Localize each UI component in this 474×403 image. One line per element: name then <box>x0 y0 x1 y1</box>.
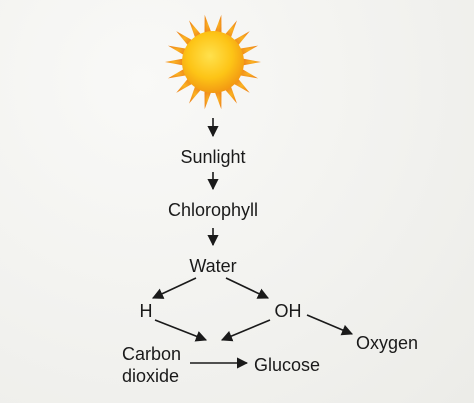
label-sunlight: Sunlight <box>180 147 246 167</box>
arrow-water-to-oh <box>225 277 270 299</box>
sun-ray <box>239 45 259 55</box>
sun-ray <box>189 86 202 104</box>
sun-ray <box>224 20 237 38</box>
sun-ray <box>239 69 259 79</box>
sun-ray <box>204 14 212 34</box>
label-oh: OH <box>274 301 302 321</box>
sun-ray <box>214 90 222 110</box>
label-oxygen: Oxygen <box>356 333 419 353</box>
sun-ray <box>242 58 261 66</box>
sun-icon <box>165 14 261 110</box>
label-chlorophyll: Chlorophyll <box>167 200 259 220</box>
sun-ray <box>224 86 237 104</box>
sun-ray <box>233 78 250 93</box>
sun-ray <box>167 69 187 79</box>
sun-ray <box>176 31 193 46</box>
arrow-oh-to-glucose <box>220 319 271 342</box>
sun-ray <box>233 31 250 46</box>
sun-ray <box>167 45 187 55</box>
sun-ray <box>189 20 202 38</box>
label-carbon: Carbon <box>122 344 182 364</box>
arrow-h-to-glucose <box>154 319 208 342</box>
label-h: H <box>139 301 153 321</box>
sun-ray <box>176 78 193 93</box>
label-water: Water <box>189 256 237 276</box>
sun-ray <box>214 14 222 34</box>
sun-ray <box>165 58 184 66</box>
label-dioxide: dioxide <box>122 366 180 386</box>
arrow-water-to-h <box>151 277 197 299</box>
label-glucose: Glucose <box>254 355 321 375</box>
arrow-oh-to-oxygen <box>306 314 354 336</box>
sun-ray <box>204 90 212 110</box>
